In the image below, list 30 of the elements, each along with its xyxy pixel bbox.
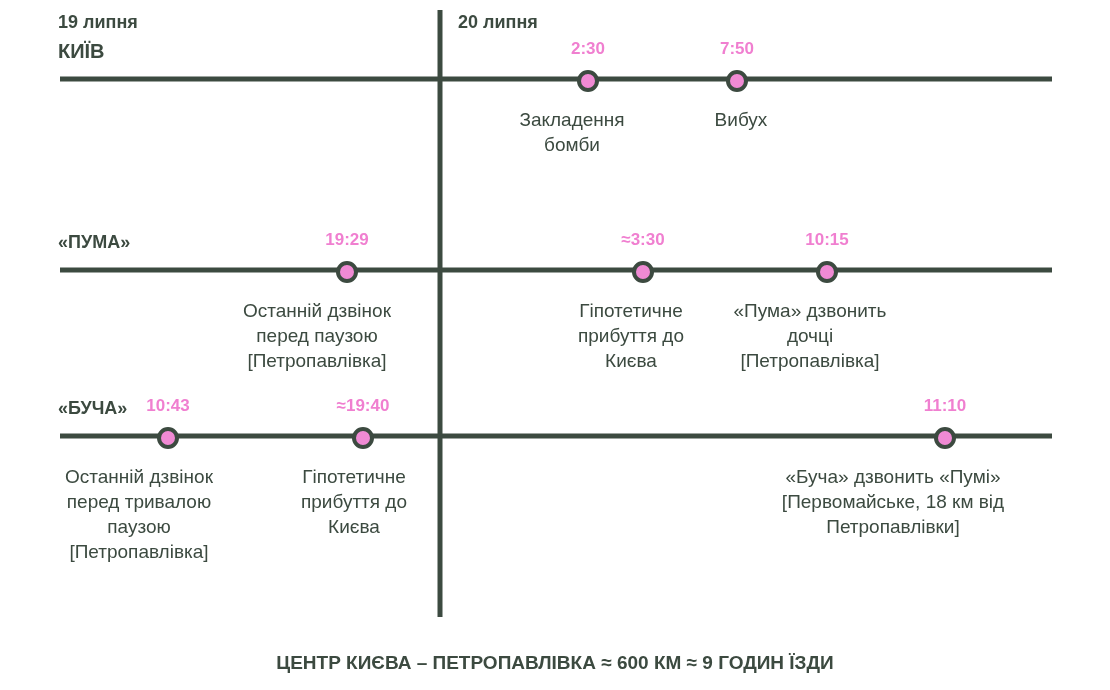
event-description: «Буча» дзвонить «Пумі» [Первомайське, 18 км від Петропавлівки] [780, 465, 1006, 539]
event-description: Гіпотетичне прибуття до Києва [576, 299, 686, 373]
time-label: 2:30 [570, 39, 606, 59]
time-label: 7:50 [719, 39, 755, 59]
time-label: 10:15 [804, 230, 850, 250]
row-label: «БУЧА» [58, 398, 128, 419]
event-description: «Пума» дзвонить дочці [Петропавлівка] [732, 299, 888, 373]
row-label: КИЇВ [58, 40, 105, 63]
event-dot [816, 261, 838, 283]
event-description: Останній дзвінок перед тривалою паузою [Петропавлівка] [64, 465, 214, 564]
event-dot [157, 427, 179, 449]
event-dot [934, 427, 956, 449]
event-dot [352, 427, 374, 449]
event-dot [577, 70, 599, 92]
time-label: 11:10 [922, 396, 968, 416]
event-dot [336, 261, 358, 283]
time-label: ≈19:40 [335, 396, 391, 416]
time-label: 19:29 [324, 230, 370, 250]
event-description: Останній дзвінок перед паузою [Петропавлівка] [242, 299, 392, 373]
caption: ЦЕНТР КИЄВА – ПЕТРОПАВЛІВКА ≈ 600 КМ ≈ 9 ГОДИН ЇЗДИ [275, 652, 835, 674]
time-label: 10:43 [145, 396, 191, 416]
event-description: Закладення бомби [518, 108, 626, 157]
event-dot [726, 70, 748, 92]
event-description: Вибух [713, 108, 769, 132]
date-label: 19 липня [58, 12, 138, 33]
date-label: 20 липня [458, 12, 538, 33]
event-dot [632, 261, 654, 283]
time-label: ≈3:30 [620, 230, 666, 250]
event-description: Гіпотетичне прибуття до Києва [299, 465, 409, 539]
row-label: «ПУМА» [58, 232, 131, 253]
